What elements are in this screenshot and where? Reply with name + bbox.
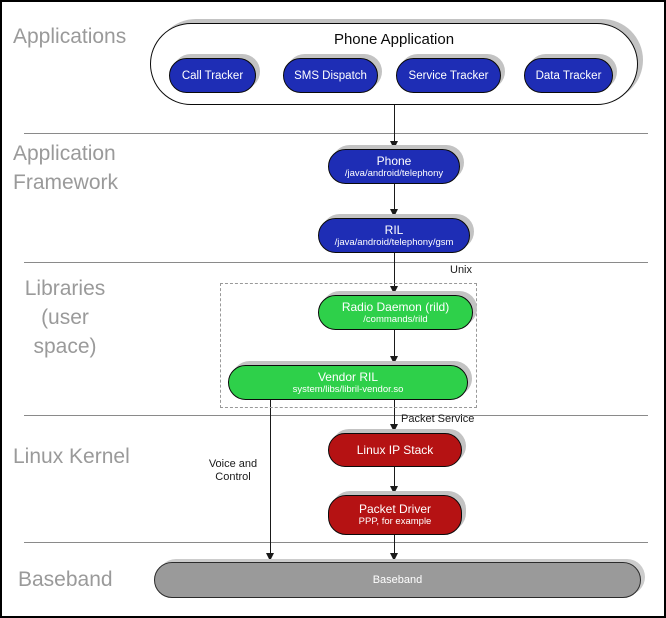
node-phone-application: Phone Application Call Tracker SMS Dispa… (150, 23, 638, 105)
layer-label-linux-kernel: Linux Kernel (13, 445, 130, 468)
connector-ril-to-rild (394, 252, 395, 288)
node-ril: RIL /java/android/telephony/gsm (318, 218, 470, 253)
connector-phone-to-ril (394, 184, 395, 211)
node-radio-daemon: Radio Daemon (rild) /commands/rild (318, 295, 473, 330)
connector-ip-stack-to-packet-driver (394, 467, 395, 488)
arrowhead-vendor-ril-to-ip-stack (390, 424, 398, 432)
voice-control-label: Voice and Control (208, 458, 258, 483)
divider-applications-framework (24, 133, 648, 134)
phone-subtitle: /java/android/telephony (344, 167, 444, 179)
sms-dispatch-label: SMS Dispatch (294, 69, 367, 82)
node-linux-ip-stack: Linux IP Stack (328, 433, 462, 467)
node-service-tracker: Service Tracker (396, 58, 501, 93)
arrowhead-packet-driver-to-baseband (390, 553, 398, 561)
packet-driver-title: Packet Driver (358, 502, 432, 516)
radio-daemon-subtitle: /commands/rild (363, 313, 428, 325)
divider-kernel-baseband (24, 542, 648, 543)
arrowhead-app-to-phone (390, 141, 398, 149)
divider-framework-libraries (24, 262, 648, 263)
radio-daemon-title: Radio Daemon (rild) (341, 299, 450, 314)
service-tracker-label: Service Tracker (408, 69, 489, 82)
node-packet-driver: Packet Driver PPP, for example (328, 495, 462, 535)
node-sms-dispatch: SMS Dispatch (283, 58, 378, 93)
layer-label-libraries: Libraries (user space) (24, 277, 106, 358)
node-data-tracker: Data Tracker (524, 58, 613, 93)
node-call-tracker: Call Tracker (169, 58, 256, 93)
arrowhead-rild-to-vendor-ril (390, 356, 398, 364)
call-tracker-label: Call Tracker (181, 69, 244, 82)
connector-rild-to-vendor-ril (394, 330, 395, 358)
node-vendor-ril: Vendor RIL system/libs/libril-vendor.so (228, 365, 468, 400)
packet-service-label: Packet Service (401, 413, 475, 425)
linux-ip-stack-title: Linux IP Stack (356, 443, 434, 457)
phone-application-title: Phone Application (333, 31, 455, 48)
layer-label-application-framework: Application Framework (13, 142, 119, 194)
node-baseband: Baseband (154, 562, 641, 598)
node-phone: Phone /java/android/telephony (328, 149, 460, 184)
unix-label: Unix (450, 264, 473, 276)
baseband-title: Baseband (372, 574, 423, 586)
data-tracker-label: Data Tracker (535, 69, 602, 82)
phone-title: Phone (376, 153, 412, 168)
vendor-ril-title: Vendor RIL (317, 369, 379, 384)
arrowhead-phone-to-ril (390, 209, 398, 217)
unix-boundary-box (220, 283, 477, 408)
layer-label-applications: Applications (13, 25, 127, 48)
connector-vendor-ril-to-ip-stack (394, 400, 395, 426)
divider-libraries-kernel (24, 415, 648, 416)
ril-title: RIL (384, 222, 404, 237)
arrowhead-ip-stack-to-packet-driver (390, 486, 398, 494)
connector-voice-control-to-baseband (270, 400, 271, 553)
connector-app-to-phone (394, 105, 395, 143)
connector-packet-driver-to-baseband (394, 535, 395, 555)
packet-driver-subtitle: PPP, for example (358, 516, 432, 527)
layer-label-baseband: Baseband (18, 568, 113, 591)
ril-subtitle: /java/android/telephony/gsm (334, 236, 454, 248)
arrowhead-ril-to-rild (390, 286, 398, 294)
vendor-ril-subtitle: system/libs/libril-vendor.so (292, 383, 404, 395)
arrowhead-voice-control-to-baseband (266, 553, 274, 561)
